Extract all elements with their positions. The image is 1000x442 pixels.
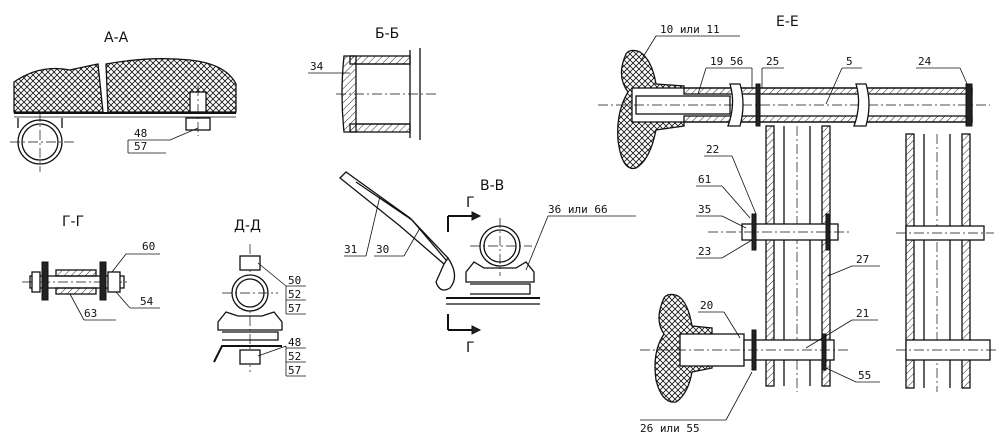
label-ee-5: 5	[846, 55, 853, 68]
view-gg: Г-Г 60 54 63	[22, 214, 160, 321]
label-ee-56: 56	[730, 55, 743, 68]
view-ee: Е-Е	[598, 14, 998, 435]
label-ee-27: 27	[856, 253, 869, 266]
label-ee-23: 23	[698, 245, 711, 258]
label-ee-20: 20	[700, 299, 713, 312]
label-gg-63: 63	[84, 307, 97, 320]
label-vv-36-66: 36 или 66	[548, 203, 608, 216]
label-ee-24: 24	[918, 55, 932, 68]
label-dd-52a: 52	[288, 288, 301, 301]
view-bb: Б-Б 34	[308, 26, 436, 140]
label-dd-48: 48	[288, 336, 301, 349]
view-dd: Д-Д 50 52 57 48 52 57	[213, 218, 306, 377]
label-ee-21: 21	[856, 307, 869, 320]
label-dd-57a: 57	[288, 302, 301, 315]
cut-label-g-top: Г	[466, 195, 475, 211]
label-ee-55: 55	[858, 369, 871, 382]
view-vv: В-В Г Г 31 30 36 или 66	[339, 171, 636, 356]
label-ee-35: 35	[698, 203, 711, 216]
cut-label-g-bottom: Г	[466, 340, 475, 356]
label-gg-54: 54	[140, 295, 154, 308]
view-bb-title: Б-Б	[375, 26, 399, 42]
label-dd-57b: 57	[288, 364, 301, 377]
label-bb-34: 34	[310, 60, 324, 73]
label-gg-60: 60	[142, 240, 155, 253]
label-ee-22: 22	[706, 143, 719, 156]
view-aa: А-А 48 57	[10, 30, 237, 172]
label-aa-57: 57	[134, 140, 147, 153]
label-vv-30: 30	[376, 243, 389, 256]
label-ee-10-11: 10 или 11	[660, 23, 720, 36]
label-ee-61: 61	[698, 173, 711, 186]
label-ee-19: 19	[710, 55, 723, 68]
view-vv-title: В-В	[480, 178, 504, 194]
label-ee-25: 25	[766, 55, 779, 68]
label-dd-50: 50	[288, 274, 301, 287]
label-dd-52b: 52	[288, 350, 301, 363]
label-aa-48: 48	[134, 127, 147, 140]
view-aa-title: А-А	[104, 30, 129, 46]
label-vv-31: 31	[344, 243, 357, 256]
label-ee-26-55: 26 или 55	[640, 422, 700, 435]
view-dd-title: Д-Д	[234, 218, 261, 234]
view-ee-title: Е-Е	[776, 14, 799, 30]
view-gg-title: Г-Г	[62, 214, 84, 230]
